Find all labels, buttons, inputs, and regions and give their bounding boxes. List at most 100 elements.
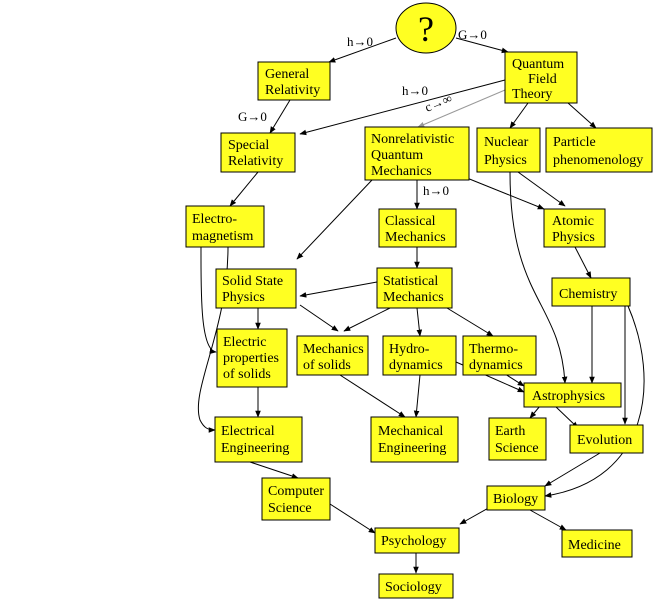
node-general-relativity-line2: Relativity (265, 83, 320, 98)
edge-label-g0-right: G→0 (458, 27, 487, 42)
node-mechanical-engineering: Mechanical Engineering (370, 416, 459, 463)
edge-gr-sr (269, 99, 291, 134)
edge-atomic-chem (574, 246, 592, 279)
edge-ee-cs (249, 461, 299, 479)
node-atomic-physics-line1: Atomic (552, 214, 594, 229)
node-hydrodynamics-line2: dynamics (389, 358, 443, 373)
edge-qft-nuclear (509, 102, 529, 129)
question-mark: ? (418, 9, 434, 49)
edge-label-h0-qm: h→0 (423, 183, 449, 198)
node-biology-label: Biology (493, 492, 538, 507)
node-evolution: Evolution (569, 424, 644, 454)
edge-sr-em (229, 171, 259, 207)
node-evolution-label: Evolution (577, 433, 632, 448)
node-mechanics-of-solids-line2: of solids (303, 358, 351, 373)
edge-qft-particle (567, 102, 597, 129)
node-psychology-label: Psychology (381, 534, 446, 549)
node-solid-state-physics-line2: Physics (222, 290, 265, 305)
node-particle-phenomenology-line1: Particle (553, 135, 596, 150)
node-particle-phenomenology: Particle phenomenology (545, 127, 653, 173)
node-thermodynamics-line1: Thermo- (469, 342, 518, 357)
node-sociology: Sociology (378, 573, 454, 599)
node-electrical-engineering: Electrical Engineering (214, 416, 303, 463)
edge-hydro-mecheng (413, 374, 421, 418)
edge-nrqm-atomic (461, 175, 545, 210)
edge-sm-hydro (416, 307, 423, 337)
node-mechanical-engineering-line1: Mechanical (378, 424, 443, 439)
node-medicine-label: Medicine (568, 538, 621, 553)
node-chemistry-label: Chemistry (559, 287, 617, 302)
edge-nuclear-astro (509, 171, 568, 384)
node-solid-state-physics: Solid State Physics (215, 268, 297, 309)
node-mechanics-of-solids-line1: Mechanics (303, 342, 364, 357)
node-nonrelativistic-qm-line1: Nonrelativistic (371, 132, 454, 147)
node-electrical-engineering-line2: Engineering (221, 441, 289, 456)
node-qft-line2: Field (528, 72, 557, 87)
unknown-theory-node: ? (395, 2, 457, 54)
node-statistical-mechanics-line1: Statistical (383, 274, 438, 289)
edge-em-eprop (200, 246, 217, 354)
node-electric-properties: Electric properties of solids (216, 328, 288, 388)
edge-nrqm-ssp (296, 179, 373, 260)
edges (197, 37, 645, 574)
edge-sm-thermo (446, 307, 494, 337)
node-electric-properties-line3: of solids (223, 367, 271, 382)
node-nonrelativistic-qm-line2: Quantum (371, 148, 423, 163)
node-hydrodynamics-line1: Hydro- (389, 342, 430, 357)
node-thermodynamics: Thermo- dynamics (462, 335, 537, 376)
edge-bio-med (529, 509, 567, 531)
edge-astro-earth (529, 405, 541, 419)
node-computer-science-line1: Computer (268, 484, 324, 499)
node-nonrelativistic-qm-line3: Mechanics (371, 164, 432, 179)
node-qft-line1: Quantum (512, 57, 564, 72)
node-mechanical-engineering-line2: Engineering (378, 441, 446, 456)
node-mechanics-of-solids: Mechanics of solids (296, 335, 369, 376)
node-sociology-label: Sociology (385, 580, 442, 595)
node-computer-science: Computer Science (261, 477, 331, 521)
node-classical-mechanics-line1: Classical (385, 214, 436, 229)
edge-qft-nrqm (417, 89, 506, 128)
node-electromagnetism: Electro- magnetism (185, 205, 265, 248)
node-electromagnetism-line1: Electro- (192, 212, 237, 227)
node-nonrelativistic-qm: Nonrelativistic Quantum Mechanics (364, 126, 470, 181)
node-statistical-mechanics: Statistical Mechanics (376, 267, 453, 309)
edge-ssp-mos (299, 304, 339, 332)
node-atomic-physics: Atomic Physics (543, 208, 606, 248)
edge-nuclear-atomic (517, 171, 566, 207)
edge-root-qft (455, 37, 509, 54)
node-earth-science-line2: Science (495, 441, 539, 456)
node-earth-science-line1: Earth (495, 424, 525, 439)
edge-qft-sr (299, 79, 506, 136)
edge-astro-evo (554, 405, 579, 429)
node-general-relativity-line1: General (265, 67, 309, 82)
node-atomic-physics-line2: Physics (552, 230, 595, 245)
node-electric-properties-line2: properties (223, 351, 279, 366)
node-thermodynamics-line2: dynamics (469, 358, 523, 373)
node-chemistry: Chemistry (551, 277, 631, 307)
node-qft: Quantum Field Theory (504, 51, 578, 104)
node-medicine: Medicine (561, 529, 633, 558)
node-particle-phenomenology-line2: phenomenology (553, 153, 643, 168)
node-astrophysics: Astrophysics (523, 382, 622, 408)
node-astrophysics-label: Astrophysics (532, 389, 605, 404)
node-classical-mechanics: Classical Mechanics (378, 208, 457, 248)
node-earth-science: Earth Science (488, 417, 547, 461)
node-electric-properties-line1: Electric (223, 335, 267, 350)
edge-sm-ssp (299, 281, 378, 298)
node-hydrodynamics: Hydro- dynamics (382, 335, 457, 376)
edge-thermo-astro (504, 373, 525, 387)
edge-label-h0-left: h→0 (347, 34, 373, 49)
node-special-relativity-line2: Relativity (228, 154, 283, 169)
edge-cs-psych (329, 503, 376, 534)
edge-label-h0-qft: h→0 (402, 83, 428, 98)
node-nuclear-physics-line2: Physics (484, 153, 527, 168)
node-classical-mechanics-line2: Mechanics (385, 230, 446, 245)
node-special-relativity-line1: Special (228, 138, 269, 153)
node-general-relativity: General Relativity (257, 61, 331, 101)
node-computer-science-line2: Science (268, 501, 312, 516)
node-statistical-mechanics-line2: Mechanics (383, 290, 444, 305)
edge-mos-mecheng (339, 374, 406, 418)
node-solid-state-physics-line1: Solid State (222, 274, 283, 289)
edge-label-g0-gr: G→0 (238, 109, 267, 124)
